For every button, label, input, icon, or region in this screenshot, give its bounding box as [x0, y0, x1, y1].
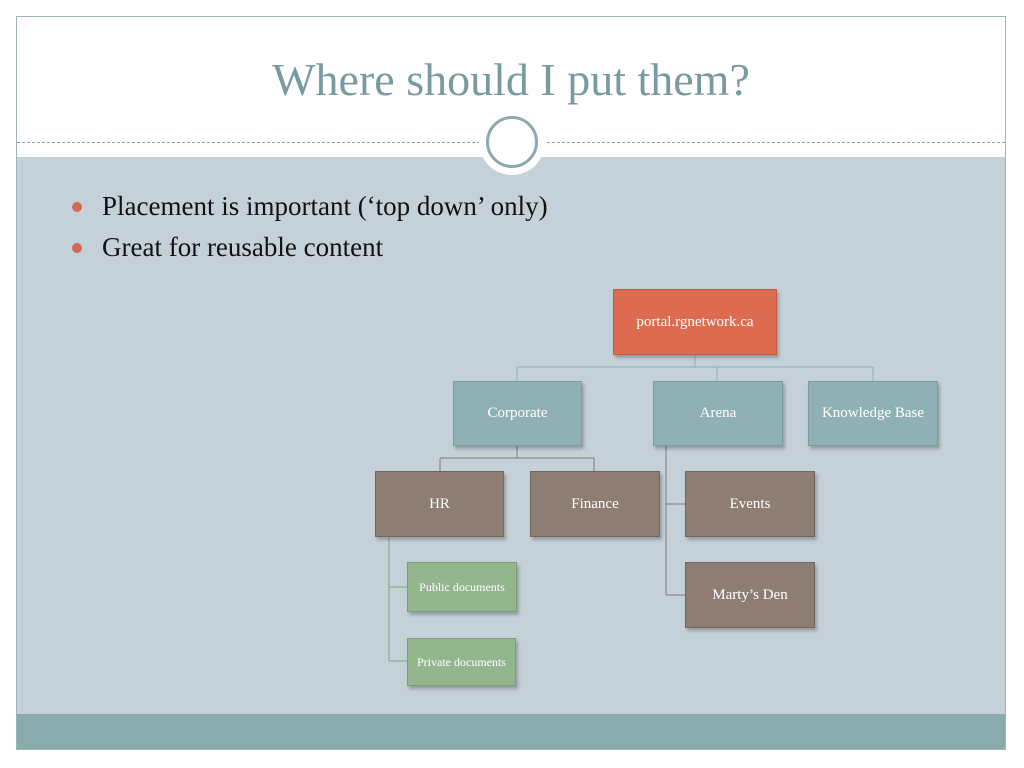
- org-node-finance: Finance: [530, 471, 660, 537]
- connector-arena-children: [665, 446, 685, 596]
- bullet-item: Placement is important (‘top down’ only): [70, 186, 548, 227]
- circle-ornament-icon: [486, 116, 538, 168]
- org-node-knowledge-base: Knowledge Base: [808, 381, 938, 446]
- bullet-text: Great for reusable content: [102, 232, 384, 262]
- org-node-hr: HR: [375, 471, 504, 537]
- org-node-private-documents: Private documents: [407, 638, 516, 686]
- org-node-corporate: Corporate: [453, 381, 582, 446]
- org-node-arena: Arena: [653, 381, 783, 446]
- bullet-dot-icon: [72, 202, 82, 212]
- footer-bar: [17, 714, 1005, 749]
- connector-corporate-children: [439, 446, 595, 471]
- org-node-events: Events: [685, 471, 815, 537]
- bullet-text: Placement is important (‘top down’ only): [102, 191, 548, 221]
- org-node-root: portal.rgnetwork.ca: [613, 289, 777, 355]
- bullet-dot-icon: [72, 243, 82, 253]
- org-node-martys-den: Marty’s Den: [685, 562, 815, 628]
- bullet-item: Great for reusable content: [70, 227, 548, 268]
- connector-root-level1: [516, 355, 874, 381]
- slide-title: Where should I put them?: [272, 54, 750, 105]
- bullet-list: Placement is important (‘top down’ only)…: [70, 186, 548, 268]
- org-node-public-documents: Public documents: [407, 562, 517, 612]
- connector-hr-children: [388, 538, 407, 662]
